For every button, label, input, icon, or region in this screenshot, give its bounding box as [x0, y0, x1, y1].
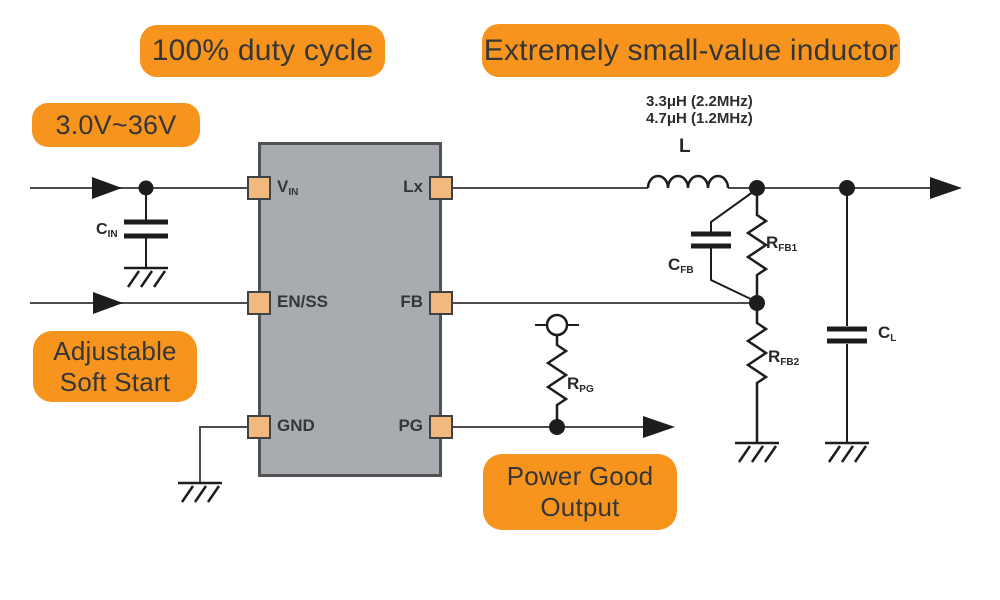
label-cfb: CFB — [668, 255, 694, 276]
badge-soft-start-line1: Adjustable — [53, 335, 177, 366]
label-rpg: RPG — [567, 374, 594, 395]
inductor-coil — [646, 174, 730, 189]
inductor-value-line1: 3.3μH (2.2MHz) — [646, 93, 753, 110]
junction-dot — [749, 180, 765, 196]
pin-fb — [429, 291, 453, 315]
pin-lx — [429, 176, 453, 200]
resistor-rpg — [535, 313, 579, 427]
pin-label-enss: EN/SS — [277, 292, 329, 311]
vout-arrow-icon — [930, 177, 962, 199]
junction-dots — [138, 180, 855, 435]
badge-power-good-line2: Output — [540, 492, 620, 522]
badge-power-good: Power Good Output — [483, 454, 677, 530]
pin-gnd — [247, 415, 271, 439]
label-cl: CL — [878, 323, 897, 344]
pin-enss — [247, 291, 271, 315]
badge-power-good-line1: Power Good — [506, 461, 654, 491]
pin-label-vin: VIN — [277, 177, 299, 198]
badge-soft-start-line2: Soft Start — [59, 366, 171, 397]
pin-vin — [247, 176, 271, 200]
badge-soft-start: Adjustable Soft Start — [33, 331, 197, 402]
capacitor-cfb — [691, 188, 758, 303]
pin-label-gnd: GND — [277, 416, 315, 435]
label-inductor: L — [679, 136, 691, 157]
ground-gnd-pin-icon — [178, 481, 222, 503]
badge-small-inductor: Extremely small-value inductor — [482, 24, 900, 77]
capacitor-cl — [827, 188, 867, 443]
label-cin: CIN — [96, 221, 118, 240]
label-rfb1: RFB1 — [766, 233, 798, 254]
ground-cin-icon — [124, 266, 168, 288]
ground-symbols — [124, 266, 869, 503]
capacitor-cin — [124, 188, 168, 268]
inductor-values: 3.3μH (2.2MHz) 4.7μH (1.2MHz) — [646, 93, 753, 127]
pin-label-pg: PG — [398, 416, 423, 435]
enss-arrow-icon — [93, 292, 123, 314]
ground-rfb2-icon — [735, 441, 779, 463]
resistor-rfb2 — [745, 303, 769, 443]
pin-pg — [429, 415, 453, 439]
resistor-rfb1 — [745, 189, 769, 303]
arrowheads — [92, 177, 962, 438]
badge-input-voltage: 3.0V~36V — [32, 103, 200, 147]
junction-dot — [138, 180, 154, 196]
pg-arrow-icon — [643, 416, 675, 438]
pin-label-lx: Lx — [403, 177, 423, 196]
pin-label-fb: FB — [400, 292, 423, 311]
junction-dot — [839, 180, 855, 196]
junction-dot — [549, 419, 565, 435]
badge-duty-cycle: 100% duty cycle — [140, 25, 385, 77]
gnd-pin-wire — [199, 426, 247, 483]
inductor-value-line2: 4.7μH (1.2MHz) — [646, 110, 753, 127]
label-rfb2: RFB2 — [768, 347, 800, 368]
ground-cl-icon — [825, 441, 869, 463]
junction-dot — [749, 295, 765, 311]
vin-arrow-icon — [92, 177, 122, 199]
